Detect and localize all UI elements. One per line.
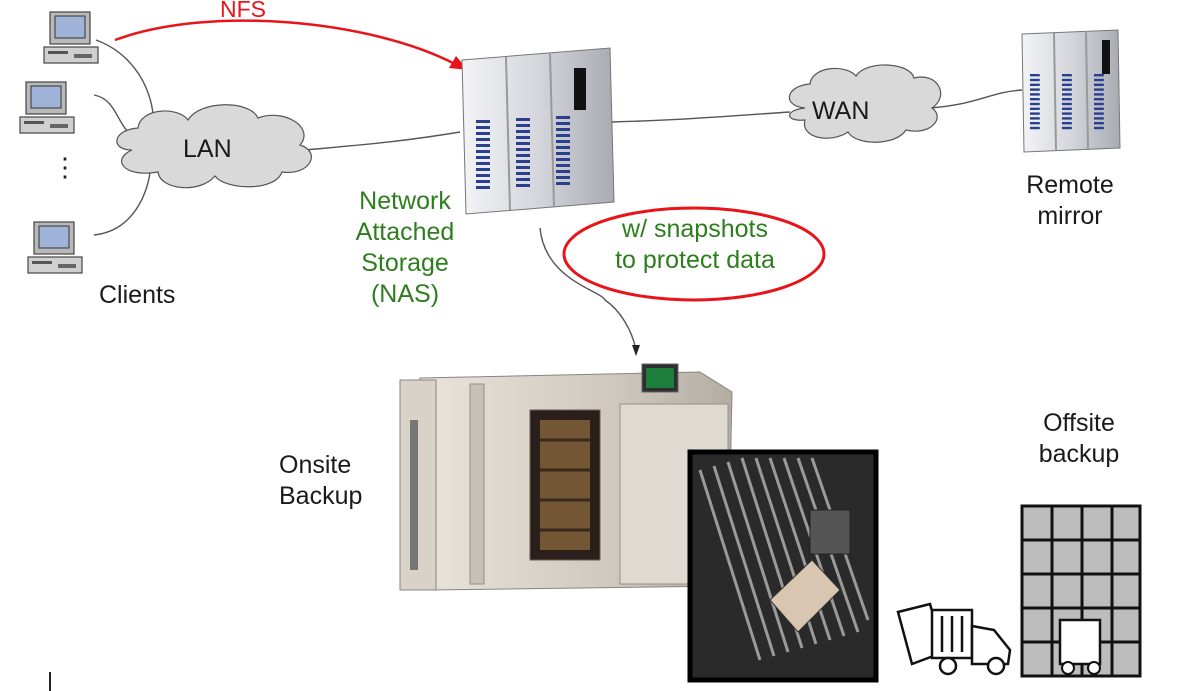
nas-label-line: Storage <box>361 249 449 277</box>
snapshots-highlight-ellipse <box>562 206 826 302</box>
remote-mirror-label: Remote mirror <box>1010 170 1130 232</box>
offsite-backup-label: Offsite backup <box>1024 408 1134 470</box>
onsite-backup-label: Onsite Backup <box>279 450 362 512</box>
onsite-backup-label-line: Onsite <box>279 451 352 479</box>
snapshots-label-line: to protect data <box>615 246 775 274</box>
truck-icon <box>896 602 1012 676</box>
snapshots-label-line: w/ snapshots <box>622 215 768 243</box>
offsite-backup-label-line: backup <box>1038 440 1120 468</box>
more-clients-ellipsis: ⋮ <box>52 152 78 182</box>
snapshots-label: w/ snapshots to protect data <box>590 214 800 276</box>
robotic-arm-photo <box>687 449 879 683</box>
wan-label: WAN <box>812 97 870 125</box>
storage-server-icon <box>1021 29 1121 153</box>
storage-server-icon <box>461 47 615 215</box>
nas-label-line: (NAS) <box>370 280 440 308</box>
nfs-arrow <box>114 19 456 66</box>
remote-mirror-label-line: mirror <box>1037 202 1103 230</box>
clients-label: Clients <box>99 281 176 309</box>
nas-label-line: Network <box>359 187 451 215</box>
desktop-computer-icon <box>27 221 83 274</box>
lan-label: LAN <box>183 135 232 163</box>
desktop-computer-icon <box>19 81 75 134</box>
cloud-icon <box>788 64 942 143</box>
network-links <box>93 39 1023 351</box>
onsite-backup-label-line: Backup <box>279 482 363 510</box>
remote-mirror-label-line: Remote <box>1026 171 1114 199</box>
cloud-icon <box>116 104 312 189</box>
nas-label: Network Attached Storage (NAS) <box>340 186 470 310</box>
nas-label-line: Attached <box>355 218 455 246</box>
warehouse-forklift-icon <box>1020 504 1142 678</box>
tape-library-icon <box>399 363 733 591</box>
nfs-label: NFS <box>220 0 266 22</box>
offsite-backup-label-line: Offsite <box>1043 409 1115 437</box>
desktop-computer-icon <box>43 11 99 64</box>
arrow-head-backup <box>632 345 640 356</box>
